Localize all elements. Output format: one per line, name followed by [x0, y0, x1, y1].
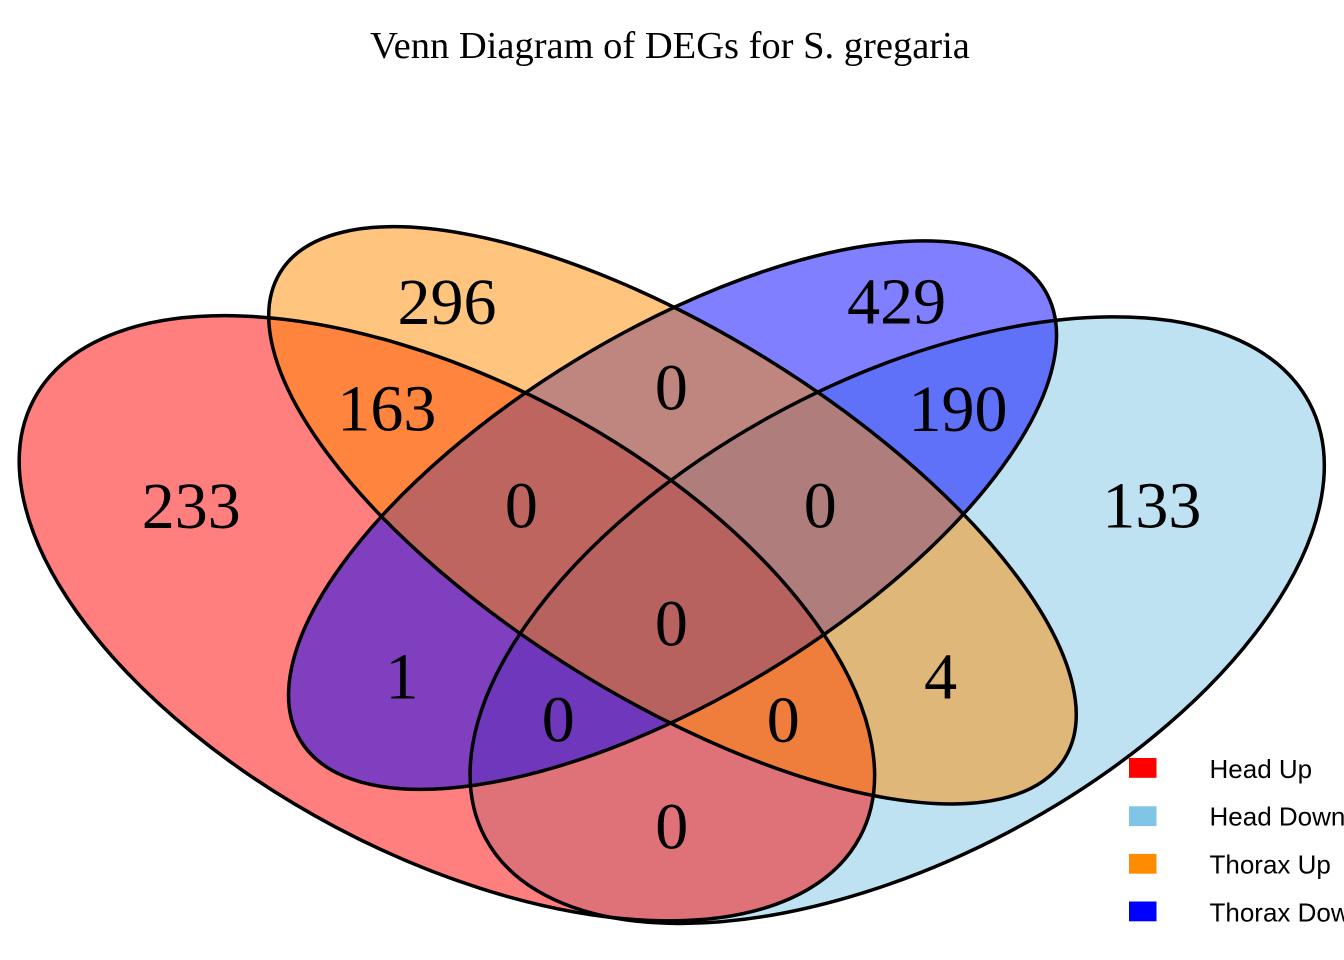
- svg-text:Head Down: Head Down: [1210, 802, 1344, 832]
- svg-text:0: 0: [655, 588, 688, 661]
- svg-text:233: 233: [142, 470, 241, 543]
- svg-text:429: 429: [847, 266, 946, 339]
- svg-text:0: 0: [655, 790, 688, 863]
- svg-text:0: 0: [767, 684, 800, 757]
- svg-text:0: 0: [542, 684, 575, 757]
- svg-text:4: 4: [924, 640, 957, 713]
- svg-text:Thorax Up: Thorax Up: [1210, 850, 1331, 880]
- svg-text:0: 0: [505, 469, 538, 542]
- svg-text:Thorax Down: Thorax Down: [1210, 897, 1344, 927]
- svg-text:190: 190: [909, 373, 1008, 446]
- svg-text:0: 0: [655, 352, 688, 425]
- svg-text:Venn Diagram of DEGs for S. gr: Venn Diagram of DEGs for S. gregaria: [370, 25, 970, 67]
- svg-text:1: 1: [386, 640, 419, 713]
- svg-text:Head Up: Head Up: [1210, 754, 1313, 784]
- svg-text:163: 163: [337, 373, 436, 446]
- svg-text:133: 133: [1102, 470, 1201, 543]
- svg-text:0: 0: [804, 469, 837, 542]
- svg-text:296: 296: [398, 266, 497, 339]
